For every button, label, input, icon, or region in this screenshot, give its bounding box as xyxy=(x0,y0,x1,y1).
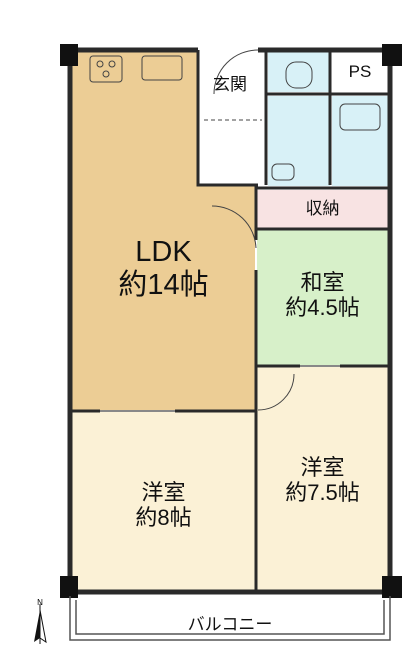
genkan-label: 玄関 xyxy=(213,75,247,94)
yoshitsu-right-name: 洋室 xyxy=(300,455,345,480)
columns xyxy=(60,44,402,598)
shuno-closet xyxy=(257,190,388,228)
yoshitsu-left-size: 約8帖 xyxy=(135,505,192,531)
ps-label: PS xyxy=(348,62,372,81)
washitsu-name: 和室 xyxy=(300,270,345,295)
yoshitsu-left-room xyxy=(72,412,255,590)
ps-space xyxy=(332,52,388,92)
genkan-area xyxy=(198,52,258,184)
yoshitsu-right-size: 約7.5帖 xyxy=(285,480,360,506)
shuno-label: 収納 xyxy=(305,199,340,218)
washroom xyxy=(268,96,330,186)
exterior-walls xyxy=(67,47,393,595)
toilet-room xyxy=(268,52,330,92)
yoshitsu-right-room xyxy=(257,367,388,590)
ldk-label: LDK 約14帖 xyxy=(72,236,255,303)
fixtures xyxy=(89,49,381,412)
washitsu-size: 約4.5帖 xyxy=(285,295,360,321)
yoshitsu-left-name: 洋室 xyxy=(141,480,186,505)
washitsu-label: 和室 約4.5帖 xyxy=(257,270,388,321)
ldk-size: 約14帖 xyxy=(118,269,209,302)
balcony-outline xyxy=(69,596,391,641)
washitsu-room xyxy=(257,230,388,365)
yoshitsu-right-label: 洋室 約7.5帖 xyxy=(257,455,388,506)
compass-north-icon: N xyxy=(34,598,47,644)
bathroom xyxy=(332,96,388,186)
ldk-name: LDK xyxy=(135,236,192,268)
yoshitsu-left-label: 洋室 約8帖 xyxy=(72,480,255,531)
north-label: N xyxy=(37,598,43,607)
balcony-label: バルコニー xyxy=(187,615,273,634)
interior-walls xyxy=(70,50,390,592)
